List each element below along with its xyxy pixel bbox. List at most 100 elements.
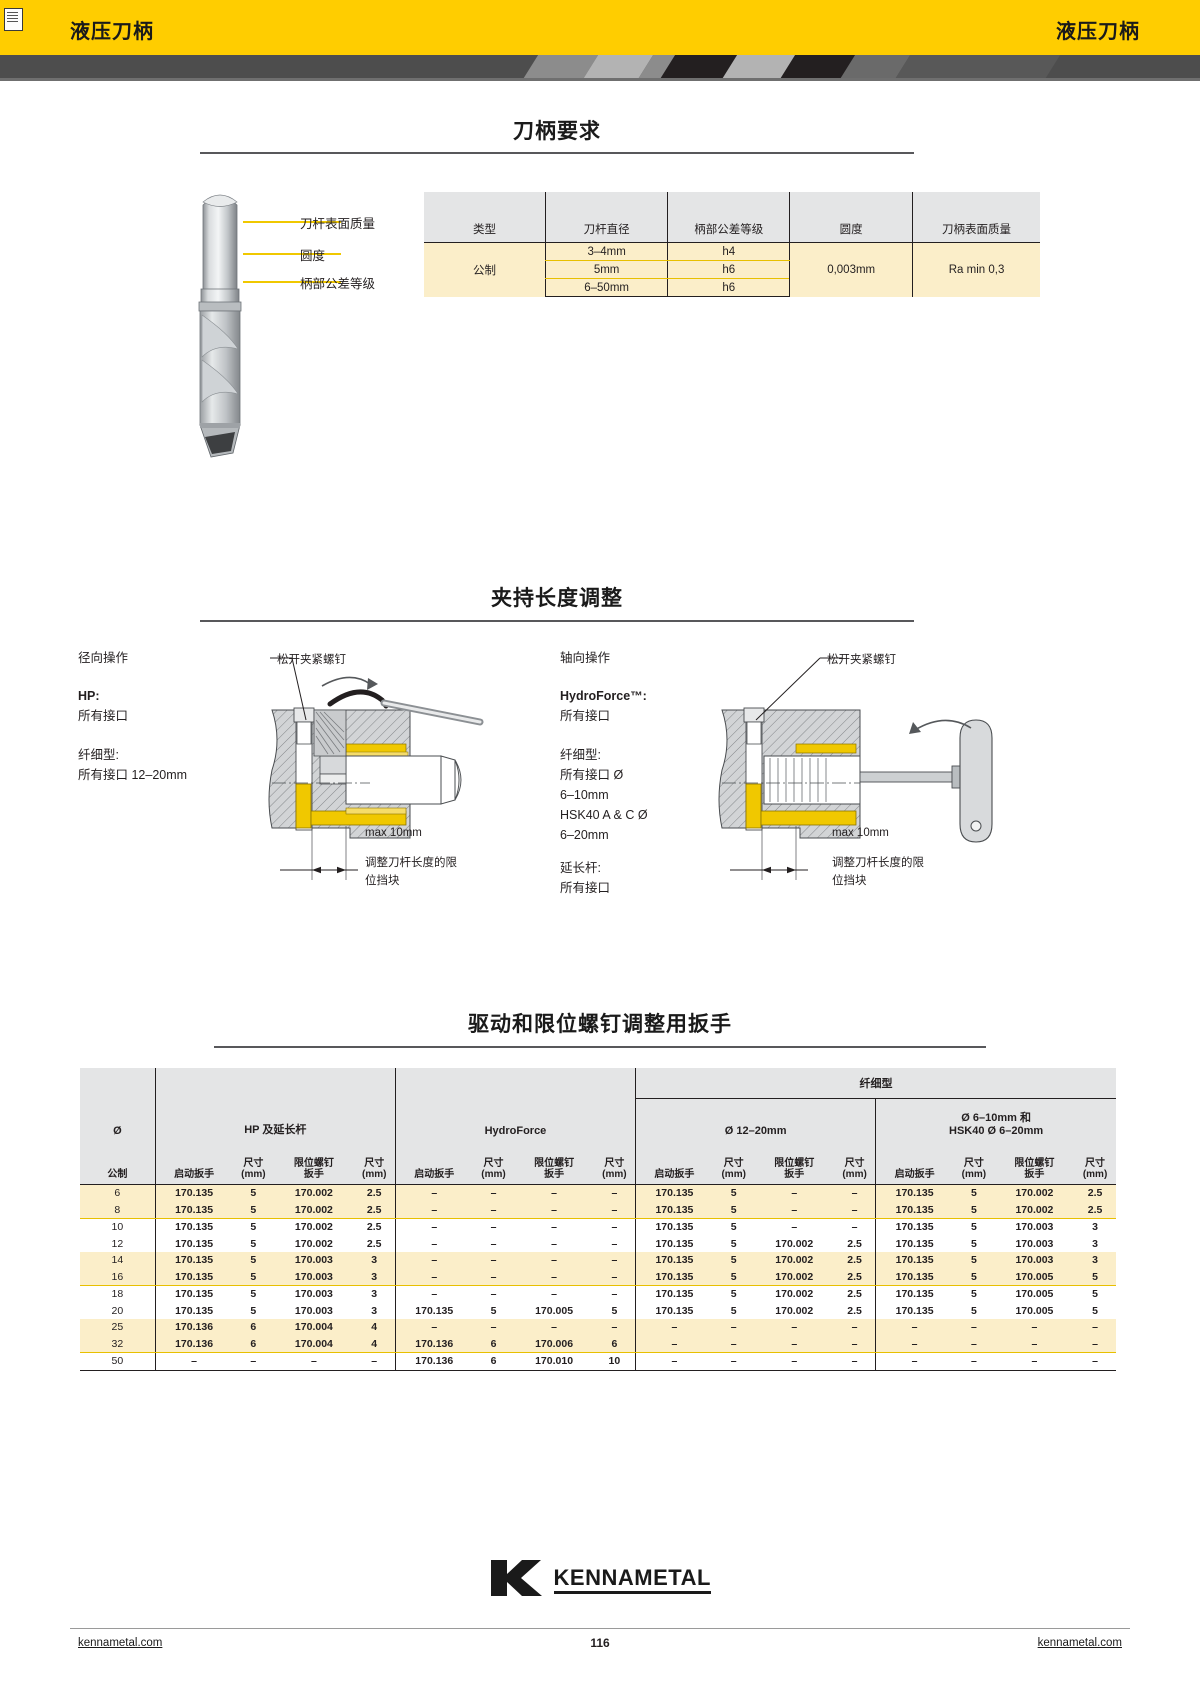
cell-s12-1: – (712, 1335, 755, 1353)
cell-s12-1: 5 (712, 1252, 755, 1269)
cell-hf-1: – (490, 1288, 497, 1301)
cell-s12-2: 170.002 (775, 1288, 814, 1301)
sub-size-s12: 尺寸 (mm) (712, 1140, 755, 1185)
cell-hf-1: – (472, 1252, 515, 1269)
cell-hf-1: 5 (490, 1304, 497, 1317)
cell-hp-0: – (154, 1352, 233, 1371)
cell-hf-1: – (472, 1268, 515, 1286)
cell-hp-3: 2.5 (353, 1184, 396, 1202)
cell-s6-3: – (1074, 1335, 1116, 1353)
sub-stop-l1: 限位螺钉 (534, 1158, 575, 1169)
sub-mm-label: (mm) (602, 1169, 627, 1180)
cell-tol-1: h4 (667, 242, 790, 261)
th-tolerance-class: 柄部公差等级 (667, 192, 790, 243)
th-type: 类型 (424, 192, 546, 243)
kennametal-logo: KENNAMETAL (0, 1558, 1200, 1598)
group-slim-6-10-line2: HSK40 Ø 6–20mm (949, 1125, 1044, 1137)
cell-diameter: 16 (80, 1268, 156, 1286)
cell-s6-0: 170.135 (875, 1201, 953, 1219)
cell-s6-3: – (1074, 1352, 1116, 1371)
cell-diameter: 14 (80, 1252, 156, 1269)
cell-hf-0: – (394, 1235, 473, 1252)
table-supergroup-row: 纤细型 (80, 1068, 1116, 1099)
cell-hp-3: 4 (353, 1319, 396, 1336)
cell-hf-2: 170.005 (535, 1304, 574, 1317)
cell-s6-2: 170.002 (994, 1201, 1075, 1219)
th-surface-quality: 刀柄表面质量 (912, 192, 1040, 243)
cell-hf-3: – (611, 1288, 618, 1301)
sub-stop-l2: 扳手 (544, 1169, 565, 1180)
sub-size2-s6: 尺寸 (mm) (1074, 1140, 1116, 1185)
cell-hf-0: 170.136 (394, 1335, 473, 1353)
cell-diameter: 20 (111, 1304, 124, 1317)
sub-mm-label: (mm) (362, 1169, 387, 1180)
cell-diameter: 32 (80, 1335, 156, 1353)
cell-hp-2: 170.002 (294, 1237, 333, 1250)
sub-size-hp: 尺寸 (mm) (232, 1140, 275, 1185)
cell-s6-0: 170.135 (875, 1218, 953, 1236)
cell-s12-0: – (635, 1352, 713, 1371)
slim-line1-right: 所有接口 Ø (560, 768, 624, 782)
cell-hp-2: 170.003 (274, 1252, 354, 1269)
cell-hp-2: 170.003 (294, 1288, 333, 1301)
cell-hf-0: – (394, 1268, 473, 1286)
cell-s12-1: – (712, 1352, 755, 1371)
cell-dia-1: 3–4mm (544, 242, 668, 261)
cell-hf-0: – (394, 1252, 473, 1269)
cell-hf-2: – (514, 1319, 594, 1336)
page-header: 液压刀柄 液压刀柄 (0, 0, 1200, 55)
cell-s6-3: 5 (1074, 1268, 1116, 1286)
stop-block-note-right-1: 调整刀杆长度的限 (832, 857, 924, 869)
loosen-screw-note-right: 松开夹紧螺钉 (827, 654, 896, 666)
sub-stop-l1: 限位螺钉 (293, 1158, 334, 1169)
section2-title: 夹持长度调整 (491, 587, 623, 610)
cell-hp-1: 5 (232, 1252, 275, 1269)
section1-title: 刀柄要求 (513, 120, 601, 143)
cell-hf-0: – (394, 1319, 473, 1336)
cell-hp-3: 3 (353, 1268, 396, 1286)
sub-stop-l1: 限位螺钉 (774, 1158, 815, 1169)
sub-size-label: 尺寸 (723, 1158, 744, 1169)
cell-hf-3: – (593, 1268, 636, 1286)
stop-block-note-right-2: 位挡块 (832, 875, 867, 887)
spacer-cell (80, 1068, 156, 1099)
cell-s6-1: 5 (952, 1252, 995, 1269)
cell-s6-3: 5 (1092, 1304, 1098, 1317)
cell-s12-2: 170.002 (754, 1268, 834, 1286)
cell-diameter: 25 (80, 1319, 156, 1336)
cell-hp-1: 5 (250, 1288, 257, 1301)
cell-hf-2: 170.010 (514, 1352, 594, 1371)
cell-hp-0: 170.135 (154, 1252, 233, 1269)
sub-mm-label: (mm) (961, 1169, 987, 1180)
cell-hf-3: – (593, 1184, 636, 1202)
sub-mm-label: (mm) (1082, 1169, 1108, 1180)
footer-link-left[interactable]: kennametal.com (78, 1637, 163, 1649)
cell-hf-3: 6 (593, 1335, 636, 1353)
cell-s6-2: 170.005 (994, 1268, 1075, 1286)
cell-s12-2: – (754, 1201, 834, 1219)
cell-s12-2: 170.002 (775, 1304, 814, 1317)
cell-s12-2: – (754, 1352, 834, 1371)
cell-hp-2: 170.002 (294, 1221, 333, 1234)
logo-wordmark: KENNAMETAL (553, 1565, 712, 1594)
table-header-row: 类型 刀杆直径 柄部公差等级 圆度 刀柄表面质量 (424, 192, 1040, 243)
cell-s6-2: – (994, 1319, 1075, 1336)
cell-hp-0: 170.135 (154, 1285, 233, 1303)
cell-hp-1: 6 (232, 1319, 275, 1336)
cell-hp-3: 4 (353, 1335, 396, 1353)
cell-s12-3: – (833, 1201, 876, 1219)
cell-s6-1: 5 (952, 1201, 995, 1219)
th-roundness: 圆度 (789, 192, 913, 243)
footer-link-right[interactable]: kennametal.com (1037, 1637, 1122, 1649)
cell-hp-3: 3 (353, 1252, 396, 1269)
sub-size-label: 尺寸 (963, 1158, 984, 1169)
cell-s6-2: 170.003 (1015, 1221, 1054, 1234)
cell-s12-3: – (833, 1352, 876, 1371)
shank-requirements-table: 类型 刀杆直径 柄部公差等级 圆度 刀柄表面质量 公制 3–4mm h4 0,0… (424, 192, 1040, 297)
cell-s12-1: 5 (712, 1184, 755, 1202)
cell-hf-3: 5 (611, 1304, 618, 1317)
